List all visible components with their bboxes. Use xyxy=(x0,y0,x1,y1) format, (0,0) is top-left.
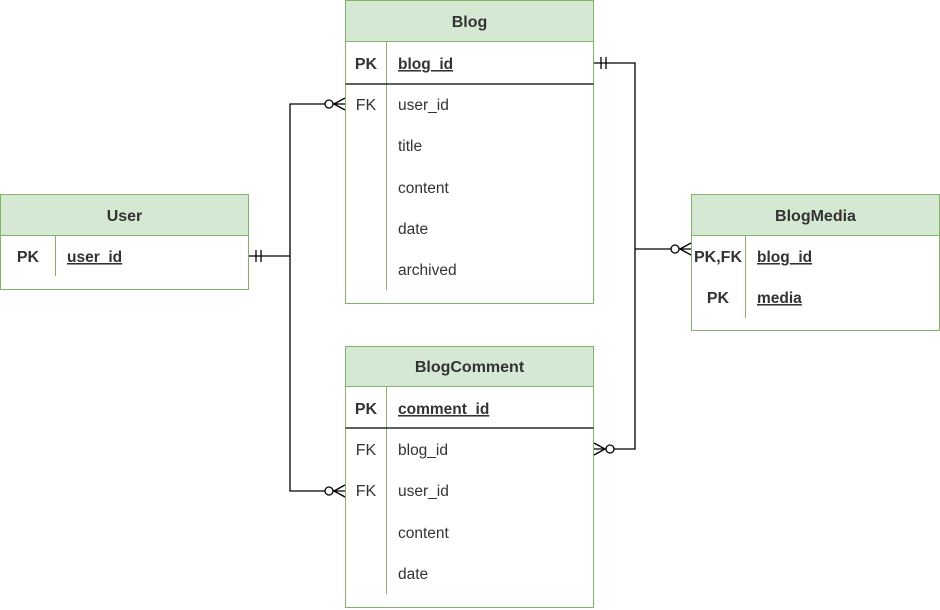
entity-blogmedia[interactable]: BlogMedia PK,FK blog_id PK media xyxy=(691,194,940,331)
key-label: FK xyxy=(356,483,377,500)
entity-title: BlogComment xyxy=(415,359,525,376)
relationship-user-blogcomment[interactable] xyxy=(289,256,346,498)
field-content: content xyxy=(398,180,450,197)
entity-header xyxy=(345,0,594,42)
relationship-blog-blogcomment[interactable] xyxy=(593,57,636,456)
field-blog-id: blog_id xyxy=(757,249,812,266)
key-label: PK xyxy=(707,290,730,307)
entity-title: User xyxy=(107,208,143,225)
relationships xyxy=(249,57,692,498)
key-label: PK,FK xyxy=(694,249,742,266)
field-comment-id: comment_id xyxy=(398,401,489,418)
field-user-id: user_id xyxy=(398,483,449,500)
relationship-blog-blogmedia[interactable] xyxy=(635,242,692,256)
field-title: title xyxy=(398,138,422,155)
field-content: content xyxy=(398,525,450,542)
field-user-id: user_id xyxy=(67,249,122,266)
field-archived: archived xyxy=(398,262,457,279)
entity-blogcomment[interactable]: BlogComment PK comment_id FK blog_id FK … xyxy=(345,346,594,608)
key-label: PK xyxy=(355,56,378,73)
key-label: FK xyxy=(356,97,377,114)
key-label: PK xyxy=(17,249,40,266)
entity-user[interactable]: User PK user_id xyxy=(0,194,249,290)
field-blog-id: blog_id xyxy=(398,442,448,459)
relationship-user-blog[interactable] xyxy=(249,97,346,262)
field-media: media xyxy=(757,290,802,307)
key-label: FK xyxy=(356,442,377,459)
entity-header xyxy=(691,194,940,236)
field-date: date xyxy=(398,221,428,238)
field-blog-id: blog_id xyxy=(398,56,453,73)
field-user-id: user_id xyxy=(398,97,449,114)
entity-title: BlogMedia xyxy=(775,208,856,225)
key-label: PK xyxy=(355,401,378,418)
entity-header xyxy=(0,194,249,236)
field-date: date xyxy=(398,566,428,583)
entity-header xyxy=(345,346,594,387)
entity-title: Blog xyxy=(452,14,488,31)
entity-blog[interactable]: Blog PK blog_id FK user_id title content… xyxy=(345,0,594,304)
